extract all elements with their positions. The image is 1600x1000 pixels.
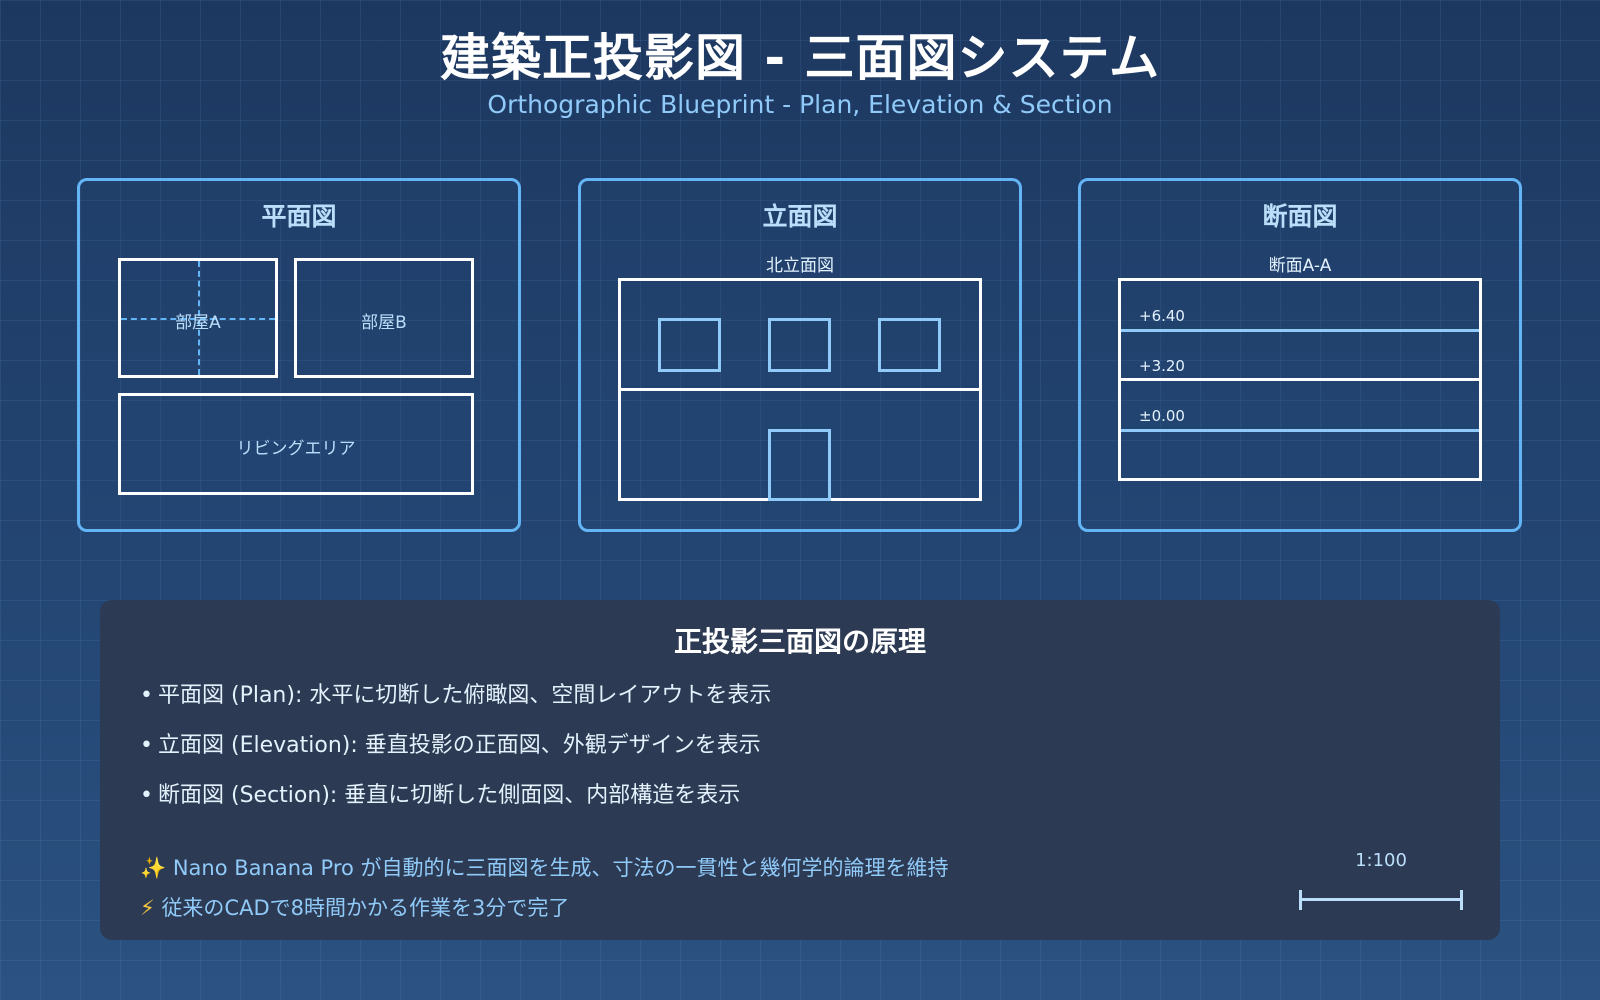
elevation-card: 立面図 北立面図 <box>578 178 1022 532</box>
door <box>768 429 831 501</box>
level-line-ground <box>1121 429 1479 432</box>
window-2 <box>768 318 831 372</box>
room-b: 部屋B <box>294 258 474 378</box>
axis-vertical-dashed <box>198 261 200 375</box>
living-area: リビングエリア <box>118 393 474 495</box>
bullet-icon: • <box>140 683 153 708</box>
level-line-top <box>1121 329 1479 332</box>
note-speed: ⚡ 従来のCADで8時間かかる作業を3分で完了 <box>140 896 570 920</box>
bullet-icon: • <box>140 783 153 808</box>
elevation-title: 立面図 <box>762 202 838 231</box>
level-label-middle: +3.20 <box>1139 357 1185 375</box>
scale-bar <box>1299 890 1463 910</box>
list-item: •平面図 (Plan): 水平に切断した俯瞰図、空間レイアウトを表示 <box>140 680 771 730</box>
floor-slab-line <box>1121 378 1479 381</box>
room-a: 部屋A <box>118 258 278 378</box>
level-label-top: +6.40 <box>1139 307 1185 325</box>
scale-label: 1:100 <box>1355 850 1407 871</box>
info-panel: 正投影三面図の原理 •平面図 (Plan): 水平に切断した俯瞰図、空間レイアウ… <box>100 600 1500 940</box>
room-b-label: 部屋B <box>361 313 407 333</box>
living-area-label: リビングエリア <box>236 439 356 459</box>
section-outline: +6.40 +3.20 ±0.00 <box>1118 278 1482 481</box>
section-card: 断面図 断面A-A +6.40 +3.20 ±0.00 <box>1078 178 1522 532</box>
elevation-subtitle: 北立面図 <box>766 256 834 276</box>
page-title: 建築正投影図 - 三面図システム <box>439 29 1161 87</box>
plan-title: 平面図 <box>261 202 337 231</box>
info-title: 正投影三面図の原理 <box>673 625 926 658</box>
plan-card: 平面図 部屋A 部屋B リビングエリア <box>77 178 521 532</box>
level-label-ground: ±0.00 <box>1139 407 1185 425</box>
feature-notes: ✨ Nano Banana Pro が自動的に三面図を生成、寸法の一貫性と幾何学… <box>140 853 949 933</box>
page-subtitle: Orthographic Blueprint - Plan, Elevation… <box>487 90 1113 119</box>
list-item: •断面図 (Section): 垂直に切断した側面図、内部構造を表示 <box>140 780 771 830</box>
room-a-label: 部屋A <box>175 313 221 333</box>
section-subtitle: 断面A-A <box>1268 256 1332 276</box>
sparkles-icon: ✨ <box>140 856 167 880</box>
list-item: •立面図 (Elevation): 垂直投影の正面図、外観デザインを表示 <box>140 730 771 780</box>
bullet-icon: • <box>140 733 153 758</box>
section-title: 断面図 <box>1262 202 1338 231</box>
window-3 <box>878 318 941 372</box>
scale-indicator: 1:100 <box>1299 850 1463 910</box>
principle-list: •平面図 (Plan): 水平に切断した俯瞰図、空間レイアウトを表示 •立面図 … <box>140 680 771 830</box>
building-outline <box>618 278 982 501</box>
window-1 <box>658 318 721 372</box>
note-automation: ✨ Nano Banana Pro が自動的に三面図を生成、寸法の一貫性と幾何学… <box>140 856 949 880</box>
lightning-icon: ⚡ <box>140 896 155 920</box>
floor-line <box>621 388 979 391</box>
